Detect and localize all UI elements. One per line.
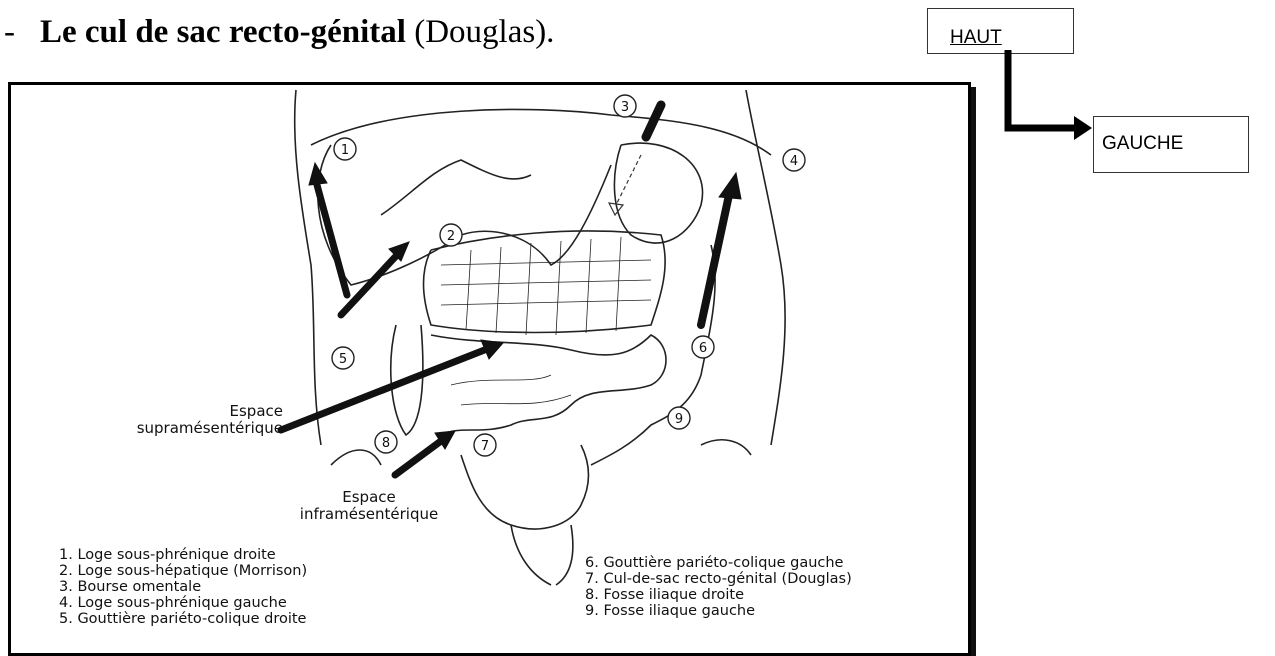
orientation-left-box: GAUCHE xyxy=(1093,116,1249,173)
orientation-up-label: HAUT xyxy=(950,27,1002,49)
marker-9: 9 xyxy=(668,407,690,429)
arrow-gutter-left xyxy=(701,173,741,325)
legend-item: 2. Loge sous-hépatique (Morrison) xyxy=(59,563,307,579)
svg-text:9: 9 xyxy=(675,412,683,427)
heading-bold: Le cul de sac recto-génital xyxy=(40,14,406,50)
marker-2: 2 xyxy=(440,224,462,246)
inframesenteric-label: Espace inframésentérique xyxy=(269,489,469,523)
svg-text:1: 1 xyxy=(341,143,349,158)
orientation-left-label: GAUCHE xyxy=(1102,133,1183,155)
marker-7: 7 xyxy=(474,434,496,456)
legend-item: 7. Cul-de-sac recto-génital (Douglas) xyxy=(585,571,852,587)
svg-text:4: 4 xyxy=(790,154,798,169)
legend-item: 5. Gouttière pariéto-colique droite xyxy=(59,611,307,627)
marker-1: 1 xyxy=(334,138,356,160)
liver xyxy=(318,145,611,285)
heading-bullet: - xyxy=(4,14,40,51)
supramesenteric-label: Espace supramésentérique xyxy=(63,403,283,437)
marker-4: 4 xyxy=(783,149,805,171)
section-heading: -Le cul de sac recto-génital (Douglas). xyxy=(4,14,554,51)
marker-5: 5 xyxy=(332,347,354,369)
svg-text:2: 2 xyxy=(447,229,455,244)
svg-text:6: 6 xyxy=(699,341,707,356)
marker-6: 6 xyxy=(692,336,714,358)
liver-edge xyxy=(381,160,531,215)
svg-text:3: 3 xyxy=(621,100,629,115)
orientation-up-box: HAUT xyxy=(927,8,1074,54)
transverse-colon xyxy=(424,231,666,333)
legend-item: 1. Loge sous-phrénique droite xyxy=(59,547,307,563)
svg-text:7: 7 xyxy=(481,439,489,454)
orientation-arrow xyxy=(990,50,1100,150)
body-outline-right xyxy=(295,90,321,445)
heading-rest: (Douglas). xyxy=(406,14,554,50)
rectum xyxy=(511,525,573,585)
marker-8: 8 xyxy=(375,431,397,453)
legend-left: 1. Loge sous-phrénique droite 2. Loge so… xyxy=(59,547,307,627)
legend-item: 9. Fosse iliaque gauche xyxy=(585,603,852,619)
svg-text:5: 5 xyxy=(339,352,347,367)
diaphragm xyxy=(311,109,771,155)
pelvis xyxy=(461,445,589,529)
arrow-subhepatic xyxy=(341,242,409,315)
legend-item: 3. Bourse omentale xyxy=(59,579,307,595)
arrow-subphrenic-right xyxy=(309,163,347,295)
anatomy-figure: 1 2 3 4 5 6 7 8 9 xyxy=(8,82,971,656)
small-intestine xyxy=(431,335,666,435)
legend-item: 6. Gouttière pariéto-colique gauche xyxy=(585,555,852,571)
arrow-inframesenteric xyxy=(395,431,455,475)
svg-text:8: 8 xyxy=(382,436,390,451)
marker-3: 3 xyxy=(614,95,636,117)
legend-item: 4. Loge sous-phrénique gauche xyxy=(59,595,307,611)
arrow-omental xyxy=(646,105,661,137)
legend-item: 8. Fosse iliaque droite xyxy=(585,587,852,603)
legend-right: 6. Gouttière pariéto-colique gauche 7. C… xyxy=(585,555,852,619)
stomach xyxy=(614,143,702,243)
